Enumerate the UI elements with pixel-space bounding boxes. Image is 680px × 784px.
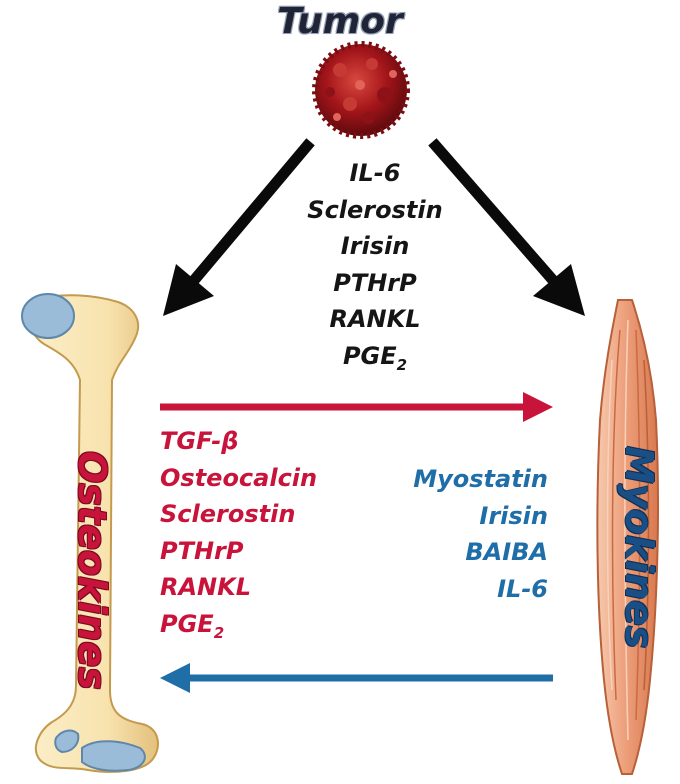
- tumor-title: Tumor: [277, 1, 403, 42]
- myokine-factor-baiba: BAIBA: [465, 538, 548, 566]
- osteokines-title: Osteokines: [70, 451, 114, 690]
- tumor-factor-sclerostin: Sclerostin: [307, 195, 443, 224]
- osteokine-factor-osteocalcin: Osteocalcin: [160, 463, 318, 492]
- myokine-factor-list: Myostatin Irisin BAIBA IL-6: [340, 461, 548, 607]
- tumor-to-muscle-arrow: [428, 138, 585, 316]
- osteokine-arrow: [160, 392, 553, 422]
- tumor-factor-pge2: PGE2: [342, 341, 408, 374]
- tumor-factor-il6: IL-6: [349, 159, 401, 187]
- bone-femur-icon: [21, 293, 159, 773]
- osteokine-factor-sclerostin: Sclerostin: [160, 500, 296, 528]
- tumor-to-bone-arrow: [163, 138, 315, 316]
- osteokine-factor-pge2: PGE2: [160, 609, 225, 642]
- myokine-arrow: [160, 663, 553, 693]
- tumor-cell-icon: [312, 41, 410, 139]
- tumor-factor-rankl: RANKL: [329, 305, 421, 333]
- osteokine-factor-pthrp: PTHrP: [160, 536, 244, 565]
- myokine-factor-irisin: Irisin: [479, 501, 548, 530]
- osteokine-factor-rankl: RANKL: [160, 573, 252, 601]
- tumor-factor-list: IL-6 Sclerostin Irisin PTHrP RANKL PGE2: [280, 155, 470, 374]
- tumor-factor-pthrp: PTHrP: [333, 268, 417, 297]
- osteokine-factor-tgfb: TGF-β: [160, 427, 239, 455]
- myokine-factor-il6: IL-6: [497, 574, 548, 603]
- myokine-factor-myostatin: Myostatin: [413, 465, 548, 493]
- osteokine-factor-list: TGF-β Osteocalcin Sclerostin PTHrP RANKL…: [160, 423, 317, 642]
- tumor-factor-irisin: Irisin: [340, 232, 410, 260]
- muscle-icon: [596, 299, 659, 775]
- myokines-title: Myokines: [617, 446, 661, 649]
